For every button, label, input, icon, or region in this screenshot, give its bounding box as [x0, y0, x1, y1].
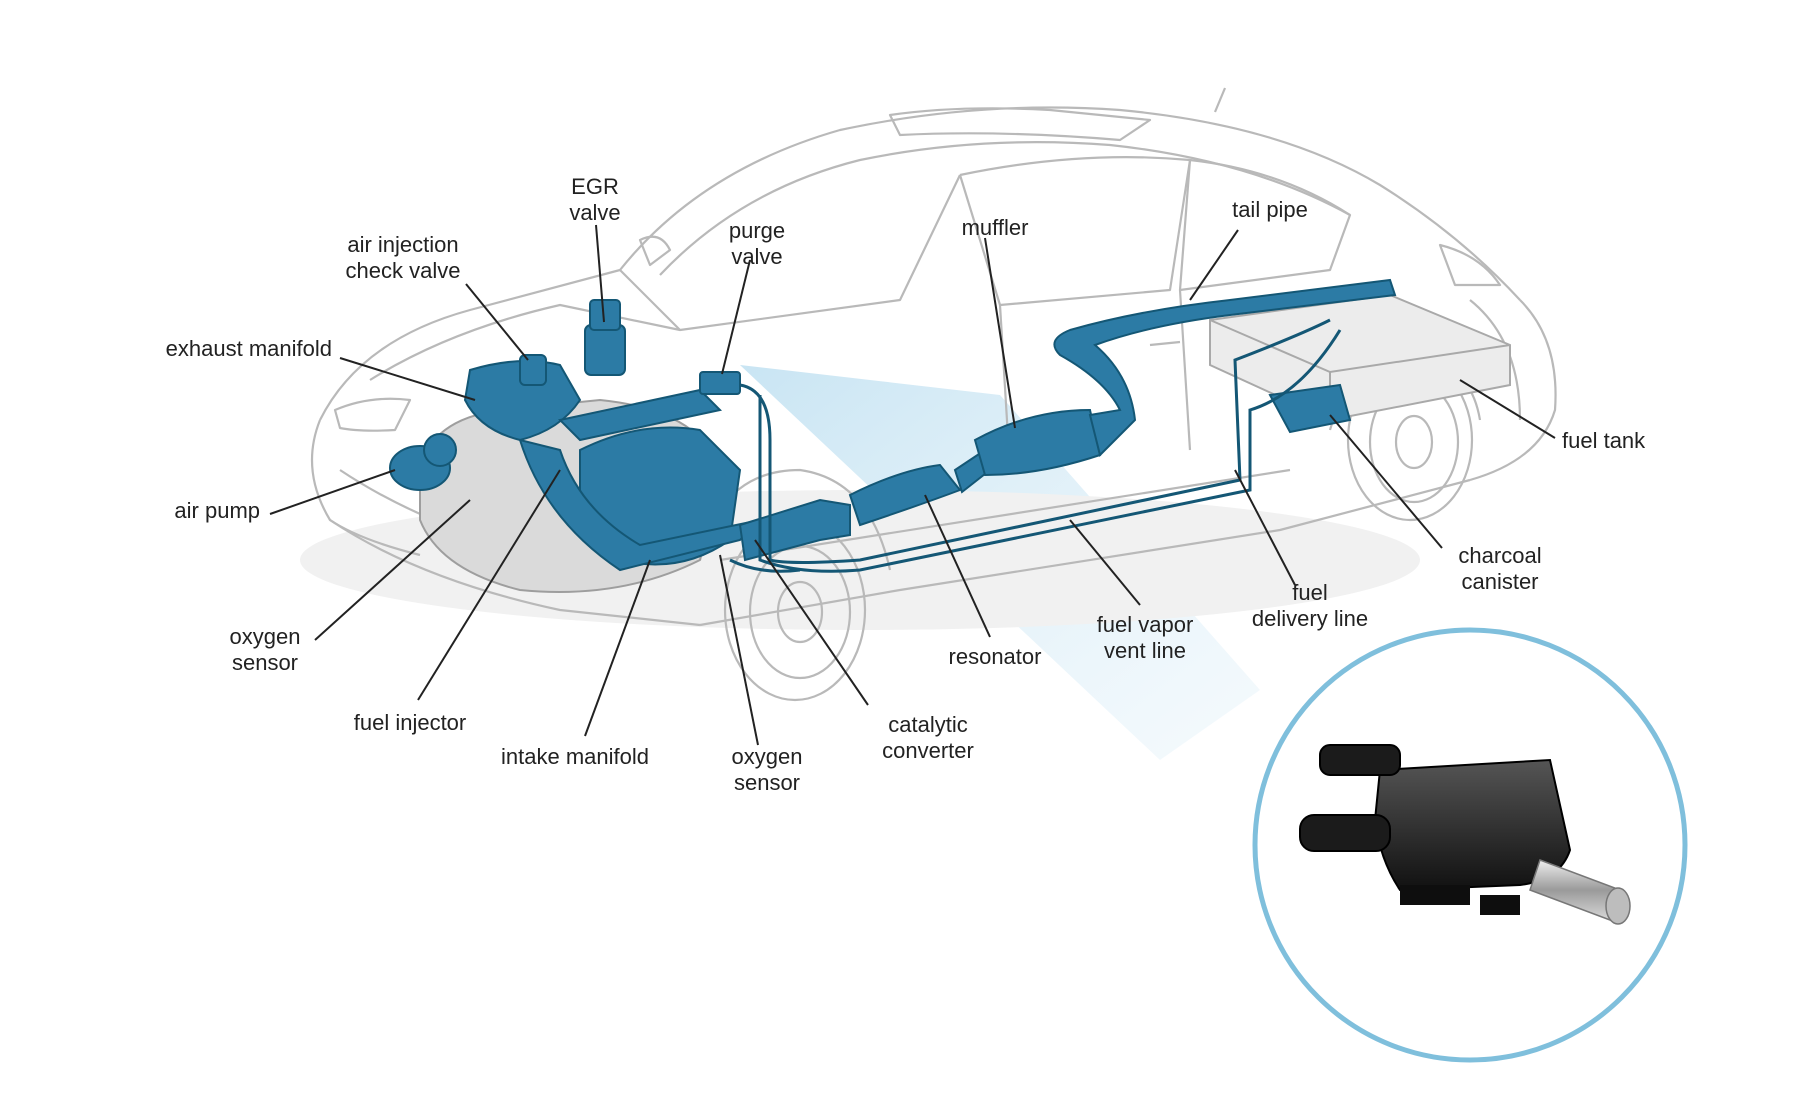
label-fuel-vapor-vent-line: fuel vapor vent line	[1096, 612, 1194, 663]
label-fuel-delivery-line: fuel delivery line	[1251, 580, 1369, 631]
label-muffler: muffler	[961, 215, 1029, 240]
label-tail-pipe: tail pipe	[1232, 197, 1308, 222]
label-purge-valve: purge valve	[728, 218, 786, 269]
label-air-pump: air pump	[174, 498, 260, 523]
label-resonator: resonator	[948, 644, 1042, 669]
emission-components	[389, 278, 1397, 572]
fuel-lines	[729, 318, 1342, 573]
label-intake-manifold: intake manifold	[501, 744, 649, 769]
leader-lines	[269, 224, 1556, 746]
label-air-injection-check-valve: air injection check valve	[345, 232, 461, 283]
label-fuel-injector: fuel injector	[353, 710, 467, 735]
label-oxygen-sensor-front: oxygen sensor	[229, 624, 301, 675]
label-fuel-tank: fuel tank	[1562, 428, 1646, 453]
label-egr-valve: EGR valve	[569, 174, 621, 225]
label-exhaust-manifold: exhaust manifold	[165, 336, 332, 361]
label-oxygen-sensor-rear: oxygen sensor	[731, 744, 803, 795]
car-body	[310, 87, 1557, 702]
label-catalytic-converter: catalytic converter	[882, 712, 974, 763]
label-charcoal-canister: charcoal canister	[1458, 543, 1542, 594]
purge-valve-inset	[1252, 627, 1688, 1063]
